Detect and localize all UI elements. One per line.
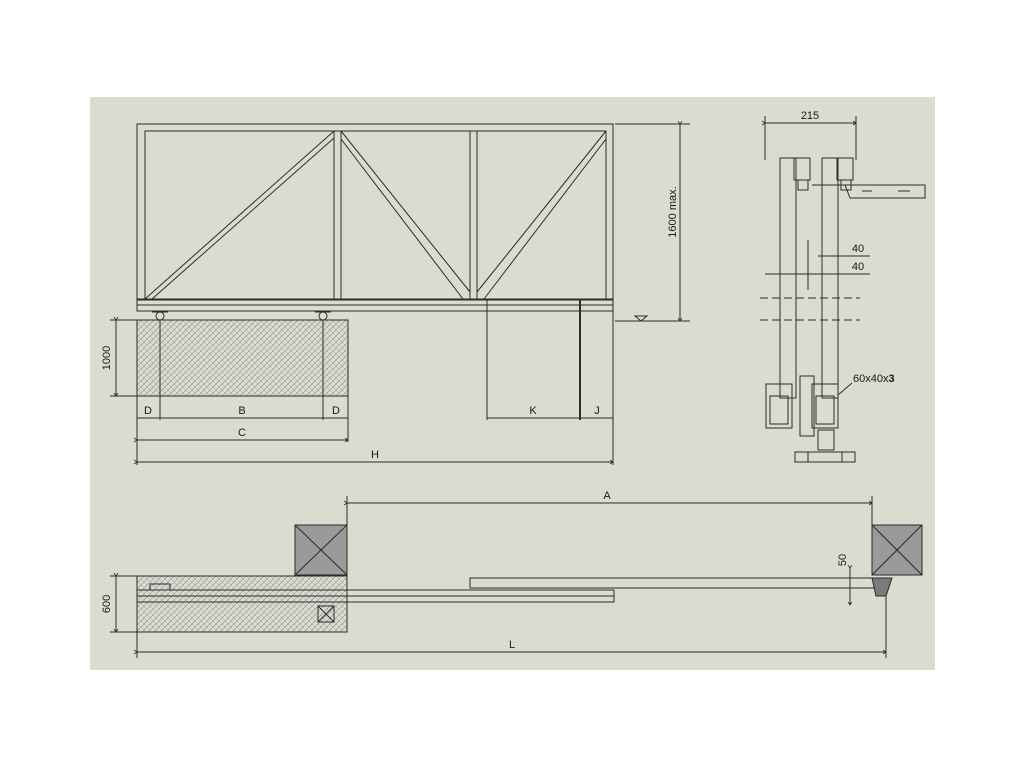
dim-label-c: C: [238, 427, 246, 439]
dim-label-600: 600: [101, 595, 113, 613]
side-width-label: 215: [801, 110, 819, 122]
side-view: [760, 116, 926, 463]
dim-label-b: B: [238, 405, 245, 417]
roller-carriage-left: [765, 383, 793, 429]
profile-label-main: 60x40x: [853, 373, 889, 385]
dim-label-a: A: [603, 490, 611, 502]
dim-label-j: J: [594, 405, 600, 417]
gate-frame-outer: [136, 123, 614, 301]
foundation-height-label: 1000: [101, 346, 113, 370]
dim-label-k: K: [529, 405, 537, 417]
height-label: 1600 max.: [667, 186, 679, 237]
dim-label-d-left: D: [144, 405, 152, 417]
dim-40-bottom: 40: [852, 261, 864, 273]
base-plate: [794, 451, 856, 463]
dim-label-d-right: D: [332, 405, 340, 417]
side-post-right: [821, 157, 839, 399]
foundation-block: [136, 319, 349, 397]
profile-label: 60x40x3: [853, 373, 895, 385]
dim-label-h: H: [371, 449, 379, 461]
profile-label-bold: 3: [888, 373, 894, 385]
roller-carriage-right: [811, 383, 839, 429]
dim-label-l: L: [509, 639, 515, 651]
dim-label-50: 50: [837, 554, 849, 566]
plan-foundation: [136, 575, 348, 633]
dim-40-top: 40: [852, 243, 864, 255]
front-view: [110, 124, 690, 465]
plan-view: [110, 496, 923, 658]
